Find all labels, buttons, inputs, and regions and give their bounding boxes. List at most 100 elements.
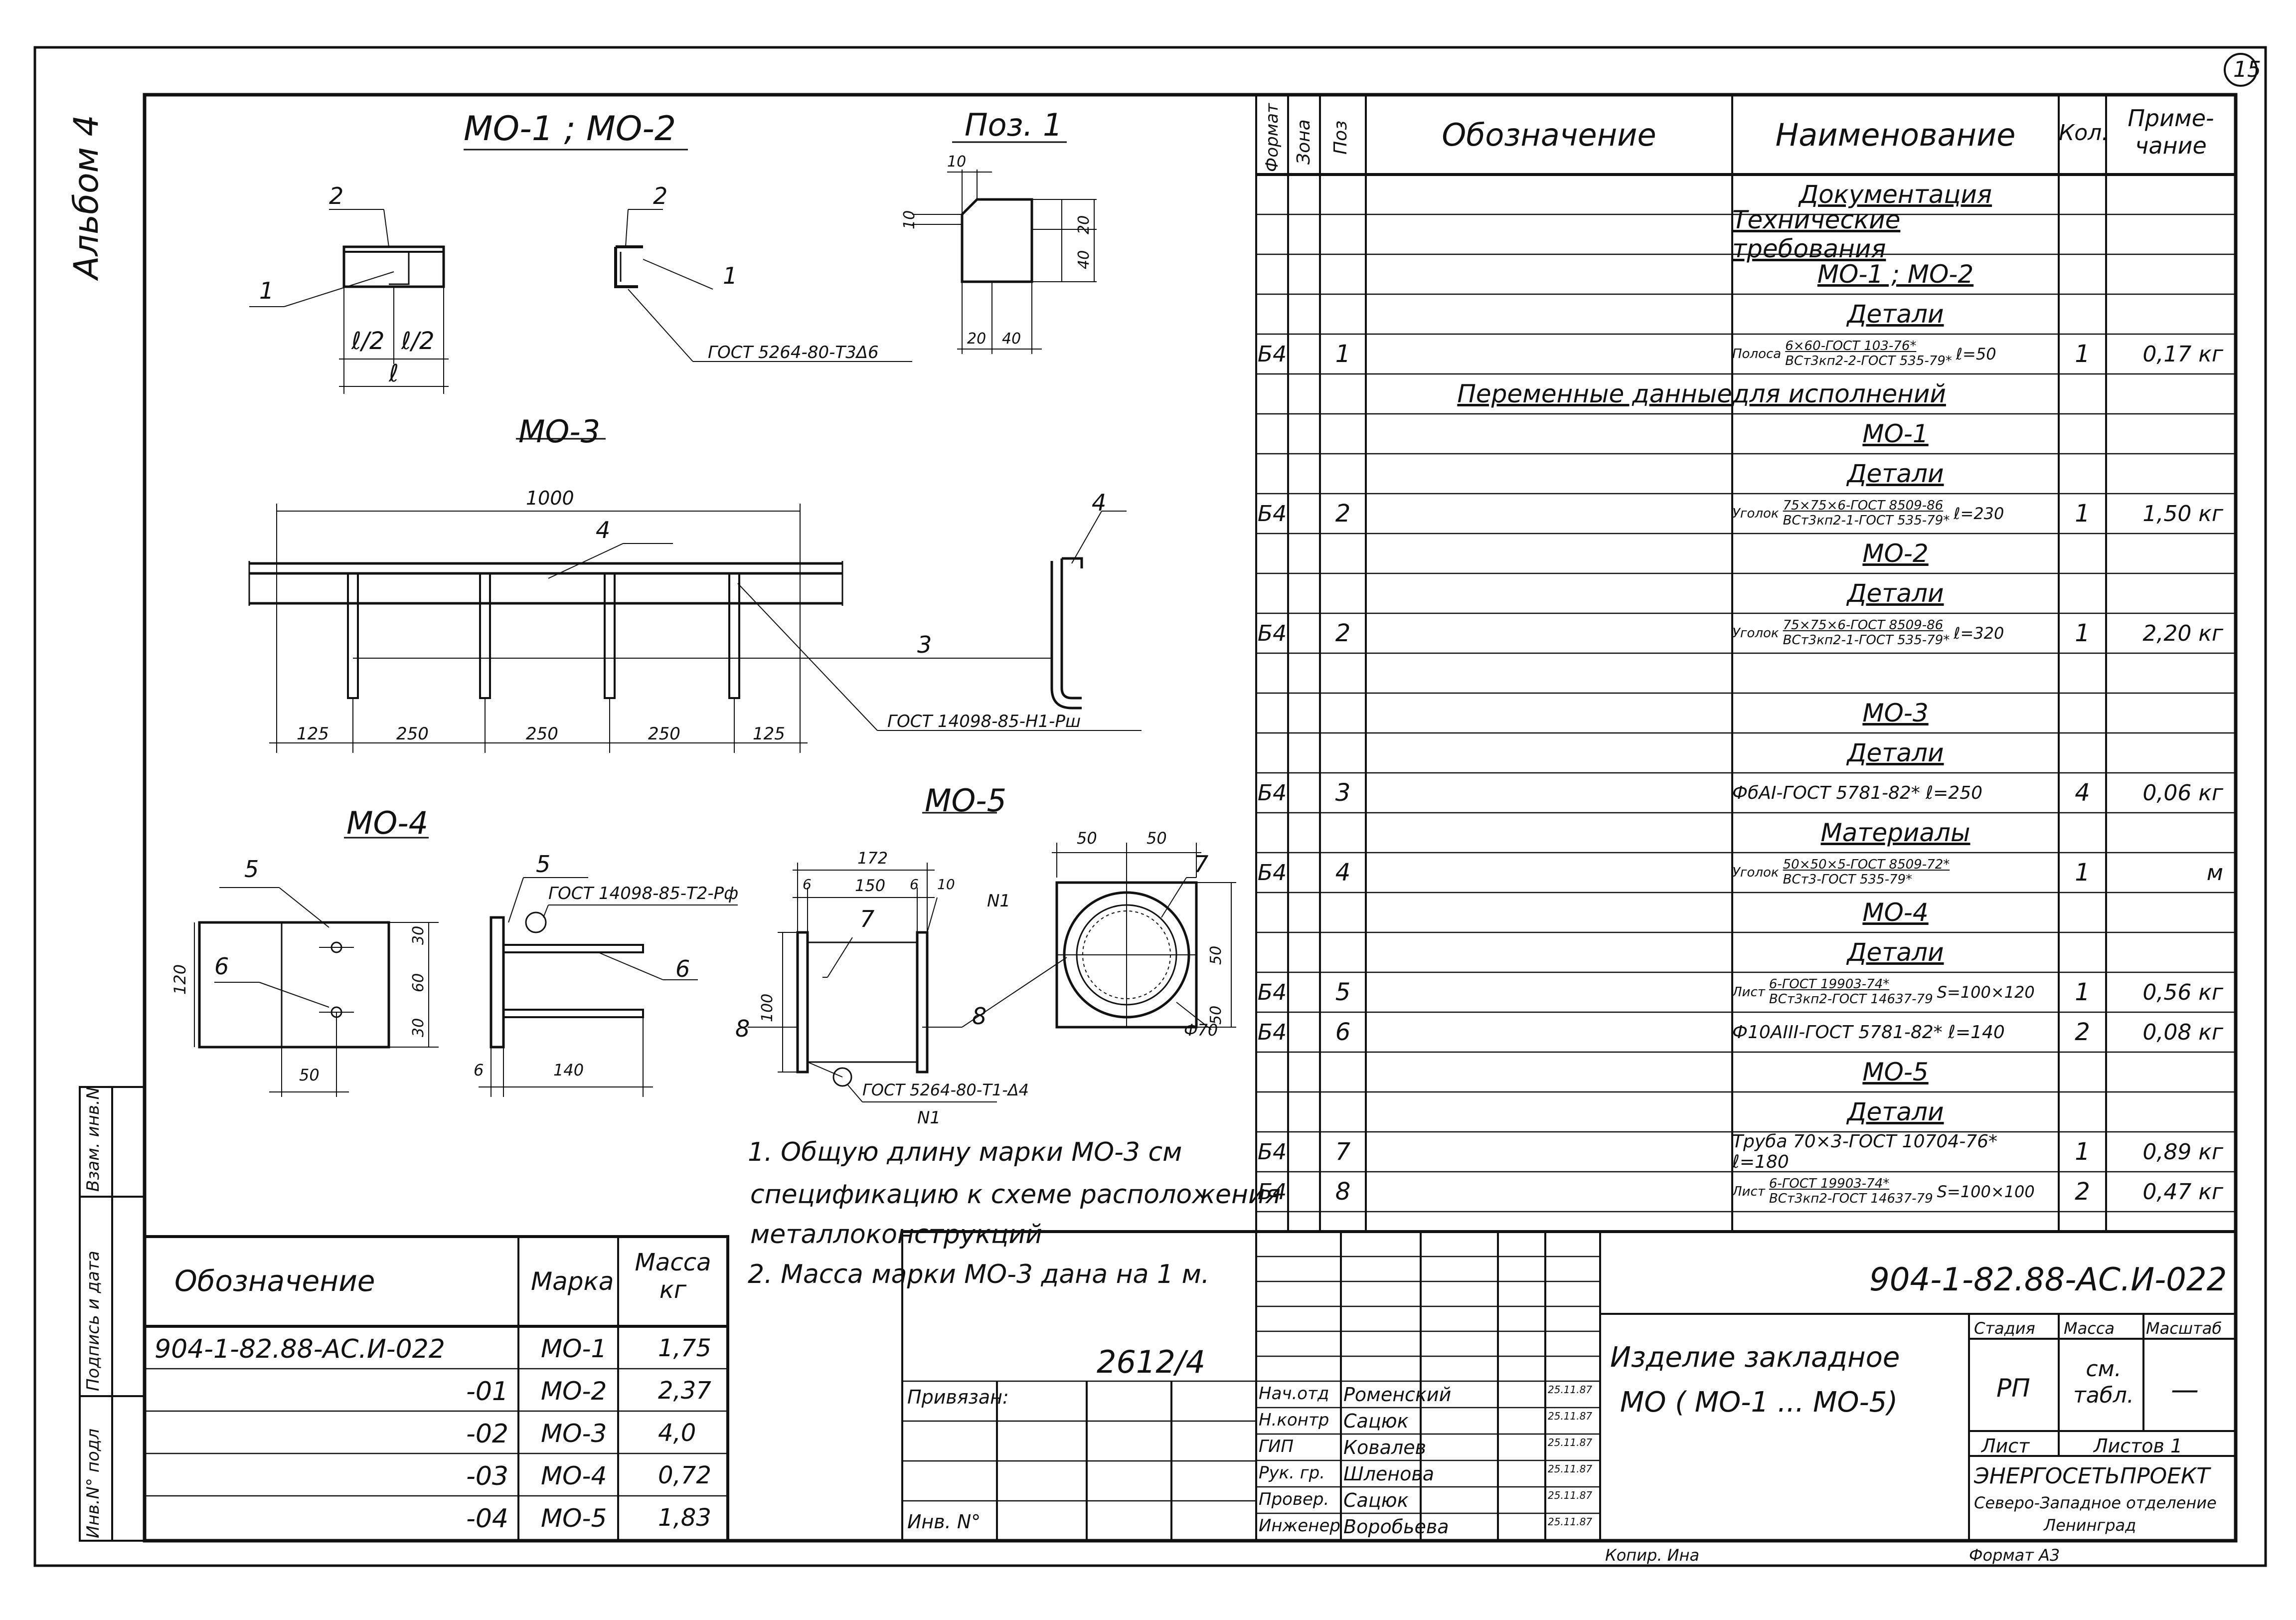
- mo5-callout-8b: 8: [735, 1015, 750, 1042]
- mo5-callout-7b: 7: [1194, 851, 1209, 878]
- mo4-d30a: 30: [410, 925, 427, 945]
- spec-note: 0,06 кг: [2142, 780, 2223, 806]
- spec-qty: 4: [2075, 779, 2090, 807]
- mo4-d30b: 30: [410, 1018, 427, 1037]
- mo4-d140: 140: [553, 1061, 584, 1080]
- mo4-weld: ГОСТ 14098-85-Т2-Рф: [548, 884, 739, 903]
- tb-org1: ЭНЕРГОСЕТЬПРОЕКТ: [1974, 1463, 2210, 1489]
- mo5-drawing: [748, 812, 1236, 1102]
- mo3-d250a: 250: [396, 724, 429, 744]
- spec-row: Детали: [1256, 1092, 2233, 1132]
- mo3-d125a: 125: [297, 724, 329, 744]
- spec-h-designation: Обозначение: [1442, 117, 1656, 153]
- spec-note: 2,20 кг: [2142, 620, 2223, 646]
- tb-stage-h: Стадия: [1974, 1319, 2035, 1338]
- spec-pos: 5: [1335, 978, 1351, 1006]
- spec-section-title: МО-1 ; МО-2: [1817, 260, 1974, 289]
- spec-qty: 2: [2075, 1018, 2090, 1046]
- mo4-callout-5b: 5: [536, 851, 551, 878]
- mo4-d60: 60: [410, 973, 427, 992]
- tb-org3: Ленинград: [2044, 1516, 2136, 1535]
- spec-section-title: Детали: [1847, 459, 1944, 488]
- mo12-title: МО-1 ; МО-2: [464, 109, 676, 149]
- left-strip-vzam: Взам. инв.N: [83, 1086, 103, 1192]
- spec-name-prefix: Уголок: [1732, 506, 1779, 521]
- spec-name-material: ВСт3кп2-2-ГОСТ 535-79*: [1785, 354, 1952, 368]
- pos1-title: Поз. 1: [965, 107, 1063, 143]
- spec-name-profile: 75×75×6-ГОСТ 8509-86: [1783, 618, 1944, 633]
- tb-sheets-h: Листов 1: [2094, 1435, 2183, 1457]
- spec-name-prefix: Уголок: [1732, 626, 1779, 641]
- spec-pos: 8: [1335, 1178, 1351, 1206]
- mo5-callout-7: 7: [860, 905, 875, 932]
- tb-mass: см. табл.: [2073, 1356, 2134, 1408]
- mo3-drawing: [248, 438, 1142, 753]
- spec-format: Б4: [1257, 501, 1287, 527]
- mo3-title: МО-3: [518, 413, 601, 450]
- spec-name-profile: 50×50×5-ГОСТ 8509-72*: [1783, 857, 1950, 873]
- tb-mass-h: Масса: [2064, 1319, 2115, 1338]
- mass-row-designation: 904-1-82.88-АС.И-022: [155, 1334, 445, 1364]
- mo3-d250c: 250: [648, 724, 680, 744]
- mo12-weld: ГОСТ 5264-80-Т3Δ6: [708, 343, 879, 362]
- tb-role: ГИП: [1259, 1437, 1294, 1456]
- spec-row-lines: [1256, 213, 2236, 1213]
- spec-name: Труба 70×3-ГОСТ 10704-76* ℓ=180: [1732, 1131, 1998, 1172]
- tb-org2: Северо-Западное отделение: [1974, 1493, 2217, 1512]
- spec-format: Б4: [1257, 620, 1287, 646]
- spec-name-prefix: Лист: [1732, 985, 1765, 1000]
- tb-person: Сацюк: [1343, 1489, 1409, 1511]
- spec-section-title: Технические требования: [1732, 205, 1901, 263]
- tb-role: Инженер: [1259, 1516, 1340, 1536]
- spec-section-title: Материалы: [1820, 818, 1970, 847]
- spec-row: [1256, 653, 2233, 693]
- spec-row: МО-4: [1256, 893, 2233, 932]
- spec-note: 0,89 кг: [2142, 1139, 2223, 1165]
- mass-row-mark: МО-3: [541, 1419, 607, 1448]
- mo3-callout-3: 3: [917, 631, 932, 658]
- tb-sheet-h: Лист: [1981, 1435, 2030, 1457]
- tb-date: 25.11.87: [1548, 1410, 1593, 1422]
- tb-person: Сацюк: [1343, 1410, 1409, 1432]
- outer-frame: [33, 46, 2267, 1567]
- spec-name-prefix: Лист: [1732, 1184, 1765, 1199]
- spec-row: МО-2: [1256, 534, 2233, 573]
- spec-name-material: ВСт3кп2-1-ГОСТ 535-79*: [1783, 513, 1950, 528]
- mo5-callout-8: 8: [972, 1003, 987, 1030]
- spec-pos: 7: [1335, 1138, 1351, 1166]
- spec-name-material: ВСт3-ГОСТ 535-79*: [1783, 872, 1913, 887]
- pos1-d40-bottom: 40: [1002, 330, 1021, 348]
- mass-table-grid: [143, 1235, 729, 1542]
- mo5-d50c: 50: [1207, 945, 1225, 965]
- pos1-d10-top: 10: [947, 153, 967, 171]
- tb-person: Шленова: [1343, 1463, 1435, 1485]
- spec-row: МО-1: [1256, 414, 2233, 454]
- tb-product-line1: Изделие закладное: [1610, 1341, 1900, 1374]
- mass-row-mark: МО-4: [541, 1461, 607, 1490]
- mo12-drawing: [249, 149, 912, 394]
- spec-section-title: Детали: [1847, 579, 1944, 608]
- spec-name-profile: 6×60-ГОСТ 103-76*: [1785, 339, 1917, 354]
- left-strip-podpis: Подпись и дата: [83, 1251, 103, 1391]
- note-line1: 1. Общую длину марки МО-3 см: [748, 1137, 1182, 1167]
- mo12-dim-l2-left: ℓ/2: [351, 327, 385, 355]
- mass-row-mass: 2,37: [658, 1377, 711, 1405]
- spec-h-note: Приме-чание: [2128, 105, 2214, 160]
- spec-name: Ф10АIII-ГОСТ 5781-82* ℓ=140: [1732, 1022, 2005, 1043]
- spec-note: 0,08 кг: [2142, 1019, 2223, 1045]
- mass-row-mass: 4,0: [658, 1419, 696, 1447]
- mass-row-designation: -03: [466, 1461, 508, 1491]
- spec-note: 0,56 кг: [2142, 979, 2223, 1005]
- mo4-d50: 50: [299, 1066, 320, 1084]
- mo4-callout-5: 5: [244, 856, 259, 883]
- tb-scale-h: Масштаб: [2146, 1319, 2222, 1338]
- spec-section-title: МО-2: [1862, 539, 1929, 568]
- spec-pos: 2: [1335, 619, 1351, 647]
